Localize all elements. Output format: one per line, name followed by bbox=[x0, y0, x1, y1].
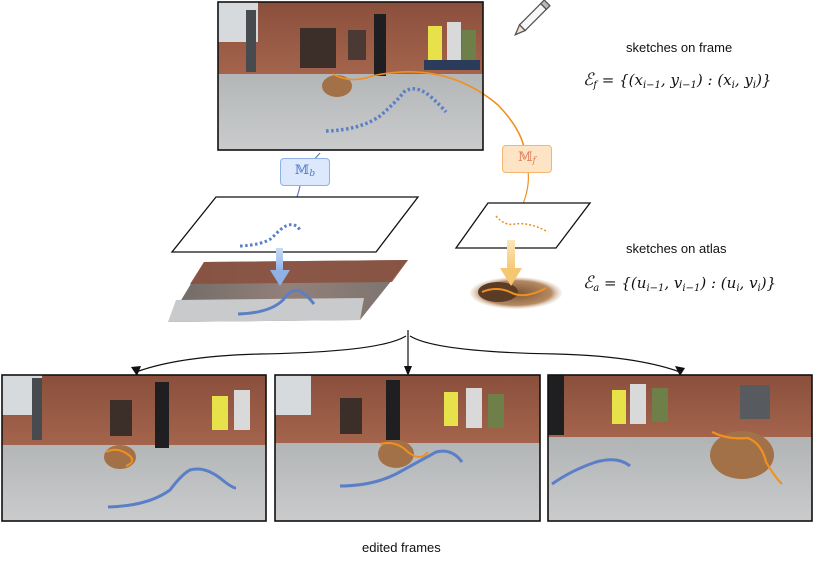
mf-connector bbox=[521, 169, 529, 207]
background-sketch-plane-stroke bbox=[239, 223, 302, 248]
foreground-sketch-frame bbox=[332, 71, 526, 153]
foreground-sketch-plane bbox=[454, 202, 592, 249]
top-frame bbox=[217, 1, 526, 153]
pencil-icon bbox=[514, 0, 551, 36]
background-sketch-frame bbox=[325, 87, 448, 133]
branch-arrows bbox=[131, 330, 685, 376]
foreground-atlas bbox=[470, 277, 562, 309]
edited-frame-3 bbox=[547, 374, 813, 522]
foreground-sketch-plane-stroke bbox=[495, 215, 549, 233]
background-atlas-stroke bbox=[237, 288, 316, 316]
edited-frame-2 bbox=[274, 374, 541, 522]
sketches-on-frame-label: sketches on frame bbox=[626, 40, 733, 55]
background-mapping-box: 𝕄b bbox=[280, 158, 330, 186]
background-atlas bbox=[168, 260, 408, 322]
sketches-on-atlas-label: sketches on atlas bbox=[626, 241, 727, 256]
foreground-atlas-stroke bbox=[481, 287, 547, 297]
edited-frames-label: edited frames bbox=[362, 540, 441, 555]
atlas-sketch-formula: ℰa = {(ui−1, vi−1) : (ui, vi)} bbox=[583, 273, 777, 294]
background-down-arrow bbox=[276, 248, 283, 272]
edited-frame-1 bbox=[1, 374, 267, 522]
foreground-mapping-box: 𝕄f bbox=[502, 145, 552, 173]
frame-sketch-formula: ℰf = {(xi−1, yi−1) : (xi, yi)} bbox=[583, 70, 772, 91]
foreground-down-arrow bbox=[507, 240, 515, 270]
